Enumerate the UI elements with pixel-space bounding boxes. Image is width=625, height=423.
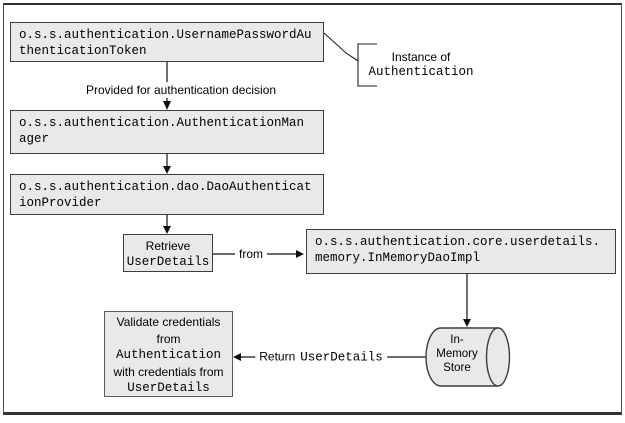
class-name-line: memory.InMemoryDaoImpl bbox=[315, 251, 481, 265]
in-memory-store-cylinder-cap-icon bbox=[485, 327, 511, 387]
retrieve-class-label: UserDetails bbox=[126, 255, 210, 269]
store-label-line: Memory bbox=[436, 348, 478, 360]
class-name-line: ionProvider bbox=[19, 196, 102, 210]
return-label-text: Return bbox=[259, 349, 296, 364]
validate-line: Validate credentials bbox=[116, 315, 221, 329]
arrow-manager-to-provider-head-icon bbox=[163, 166, 171, 174]
box-authentication-manager: o.s.s.authentication.AuthenticationMan a… bbox=[10, 110, 324, 154]
arrow-token-to-manager-head-icon bbox=[163, 101, 171, 110]
retrieve-label: Retrieve bbox=[145, 239, 191, 253]
validate-class-line: UserDetails bbox=[127, 381, 210, 395]
diagram-frame bbox=[3, 3, 622, 415]
in-memory-store-label: In- Memory Store bbox=[429, 333, 485, 375]
box-dao-authentication-provider: o.s.s.authentication.dao.DaoAuthenticat … bbox=[10, 174, 324, 215]
arrow-return-head-icon bbox=[233, 353, 241, 361]
validate-class-line: Authentication bbox=[115, 348, 222, 362]
box-retrieve-userdetails: Retrieve UserDetails bbox=[123, 234, 213, 272]
box-validate-credentials: Validate credentials from Authentication… bbox=[104, 311, 233, 397]
label-instance-of-authentication: Instance of Authentication bbox=[356, 50, 486, 79]
brace-leader-line bbox=[323, 32, 359, 62]
validate-line: from bbox=[156, 331, 181, 346]
class-name-line: o.s.s.authentication.UsernamePasswordAu bbox=[19, 28, 312, 42]
class-name-line: o.s.s.authentication.dao.DaoAuthenticat bbox=[19, 180, 312, 194]
arrow-provider-to-retrieve-head-icon bbox=[163, 226, 171, 234]
box-username-password-token: o.s.s.authentication.UsernamePasswordAu … bbox=[10, 22, 324, 62]
return-label-class: UserDetails bbox=[300, 350, 383, 365]
store-label-line: Store bbox=[443, 362, 471, 374]
arrow-dao-to-store-head-icon bbox=[463, 319, 471, 327]
in-memory-store-cylinder-body-outline bbox=[425, 327, 498, 387]
in-memory-store-cylinder-body-fill bbox=[426, 328, 498, 386]
instance-of-class: Authentication bbox=[368, 65, 474, 79]
instance-of-text: Instance of bbox=[391, 50, 451, 64]
class-name-line: o.s.s.authentication.core.userdetails. bbox=[315, 235, 601, 249]
class-name-line: thenticationToken bbox=[19, 44, 147, 58]
label-from: from bbox=[235, 246, 267, 262]
validate-line: with credentials from bbox=[113, 364, 224, 379]
box-in-memory-dao-impl: o.s.s.authentication.core.userdetails. m… bbox=[306, 229, 616, 274]
class-name-line: ager bbox=[19, 132, 50, 146]
class-name-line: o.s.s.authentication.AuthenticationMan bbox=[19, 116, 305, 130]
arrow-from-head-icon bbox=[296, 250, 304, 258]
label-provided-for-authentication-decision: Provided for authentication decision bbox=[81, 82, 281, 98]
brace-icon bbox=[357, 43, 377, 87]
store-label-line: In- bbox=[450, 334, 464, 346]
label-return-userdetails: Return UserDetails bbox=[255, 347, 387, 367]
